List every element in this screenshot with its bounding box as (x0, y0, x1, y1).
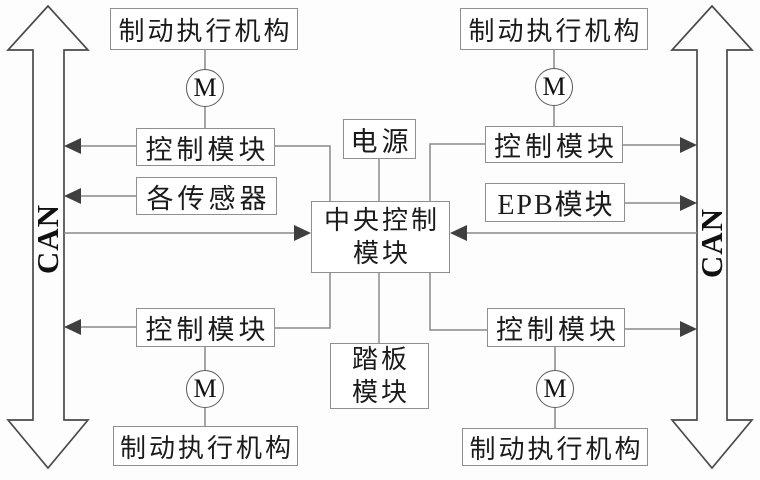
node-brake-actuator-top-right: 制动执行机构 (460, 8, 648, 50)
node-brake-actuator-bottom-left: 制动执行机构 (113, 426, 298, 466)
node-pedal-module: 踏板 模块 (330, 343, 429, 409)
node-control-module-top-right: 控制模块 (485, 126, 623, 163)
node-control-module-bottom-right: 控制模块 (487, 308, 625, 347)
node-central-control-module: 中央控制 模块 (311, 201, 450, 273)
arrowheads (64, 137, 697, 337)
arrowhead-into-central-right (450, 225, 467, 241)
edge-central-to-control-br (429, 273, 487, 331)
motor-bottom-right: M (536, 370, 574, 408)
connector-lines (64, 50, 697, 428)
arrowhead-into-can-right-2 (680, 195, 697, 211)
arrowhead-into-can-left-1 (64, 138, 81, 154)
motor-top-left: M (186, 69, 224, 107)
motor-top-right: M (535, 68, 573, 106)
node-control-module-top-left: 控制模块 (136, 128, 275, 166)
can-bus-label-left: CAN (30, 203, 65, 275)
node-epb-module: EPB模块 (485, 183, 625, 222)
edge-central-to-control-bl (275, 273, 331, 329)
pedal-module-line2: 模块 (351, 378, 410, 407)
node-brake-actuator-bottom-right: 制动执行机构 (462, 428, 648, 466)
arrowhead-into-can-left-3 (64, 319, 81, 335)
pedal-module-line1: 踏板 (351, 345, 410, 374)
arrowhead-into-can-left-2 (64, 188, 81, 204)
edge-control-tl-to-central (275, 145, 331, 201)
node-brake-actuator-top-left: 制动执行机构 (110, 8, 298, 50)
central-control-line1: 中央控制 (323, 206, 440, 235)
edge-control-tr-to-central (429, 143, 485, 201)
node-control-module-bottom-left: 控制模块 (136, 308, 275, 347)
arrowhead-into-can-right-1 (680, 137, 697, 153)
can-bus-arrow-right (670, 4, 754, 470)
can-bus-label-right: CAN (694, 207, 729, 279)
can-bus-arrow-left (6, 4, 90, 470)
node-sensors: 各传感器 (136, 177, 277, 215)
arrowhead-into-central-left (294, 225, 311, 241)
arrowhead-into-can-right-3 (680, 321, 697, 337)
node-power: 电源 (343, 119, 416, 159)
central-control-line2: 模块 (352, 239, 411, 268)
motor-bottom-left: M (186, 370, 224, 408)
